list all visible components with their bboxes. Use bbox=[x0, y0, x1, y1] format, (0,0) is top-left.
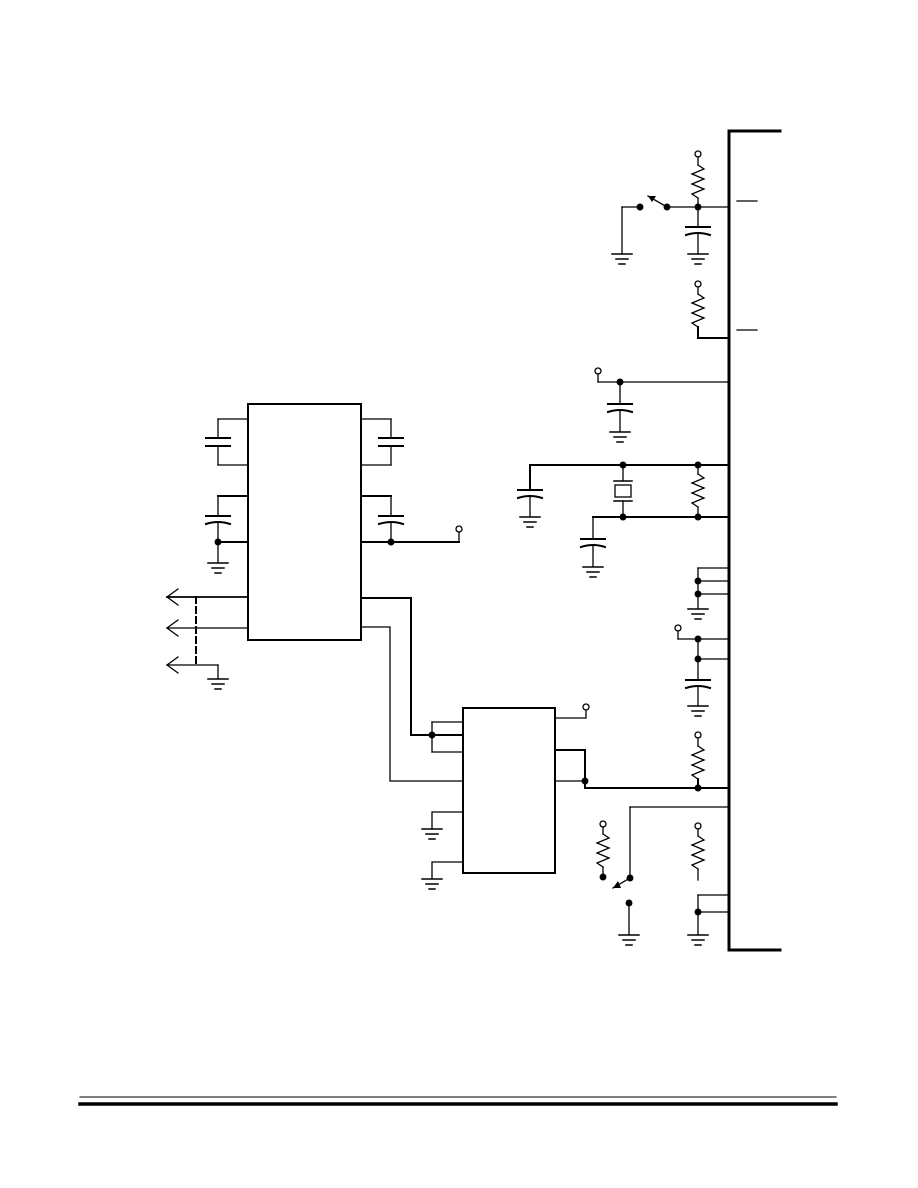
supply-terminal bbox=[582, 703, 590, 711]
resistor bbox=[690, 293, 706, 328]
analog-supply bbox=[674, 624, 730, 717]
ground-icon bbox=[611, 253, 633, 265]
grounded-pins bbox=[687, 567, 730, 620]
resistor bbox=[595, 833, 611, 868]
ground-icon bbox=[687, 608, 709, 620]
bus-pullup bbox=[584, 731, 730, 789]
serial-cable bbox=[165, 588, 249, 690]
ground-icon bbox=[421, 828, 443, 840]
crystal bbox=[614, 484, 632, 498]
ground-icon bbox=[519, 516, 541, 528]
charge-pump-capacitors bbox=[204, 418, 463, 574]
arrow-left-icon bbox=[165, 656, 179, 674]
ground-icon bbox=[687, 934, 709, 946]
resistor bbox=[690, 164, 706, 199]
supply-terminal bbox=[674, 624, 682, 632]
reset-circuit bbox=[611, 150, 730, 265]
supply-terminal bbox=[594, 367, 602, 375]
ground-icon bbox=[582, 566, 604, 578]
unused-pin-pullup bbox=[690, 822, 706, 881]
resistor bbox=[690, 473, 706, 508]
mode-switch bbox=[595, 806, 730, 946]
interconnect-wires bbox=[360, 597, 464, 782]
ground-icon bbox=[687, 253, 709, 265]
transceiver-ic bbox=[247, 403, 362, 641]
ground-icon bbox=[207, 678, 229, 690]
main-ic-outline bbox=[727, 129, 782, 952]
supply-terminal bbox=[694, 731, 702, 739]
switch-arrow-icon bbox=[613, 881, 621, 888]
supply-terminal bbox=[694, 150, 702, 158]
ground-icon bbox=[618, 934, 640, 946]
ground-icon bbox=[609, 431, 631, 443]
ground-icon bbox=[421, 878, 443, 890]
buffer-ic-connections bbox=[421, 703, 590, 890]
bottom-grounded-pins bbox=[687, 894, 730, 946]
supply-terminal bbox=[455, 525, 463, 533]
supply-terminal bbox=[694, 280, 702, 288]
supply-terminal bbox=[694, 822, 702, 830]
arrow-left-icon bbox=[165, 619, 179, 637]
pullup-resistor bbox=[690, 280, 730, 339]
supply-decoupling bbox=[594, 367, 730, 443]
switch-arrow-icon bbox=[648, 196, 656, 202]
ground-icon bbox=[207, 562, 229, 574]
resistor bbox=[690, 745, 706, 780]
resistor bbox=[690, 835, 706, 870]
crystal-oscillator bbox=[516, 464, 730, 578]
ground-icon bbox=[687, 705, 709, 717]
buffer-ic bbox=[462, 707, 556, 874]
supply-terminal bbox=[599, 820, 607, 828]
arrow-left-icon bbox=[165, 588, 179, 606]
